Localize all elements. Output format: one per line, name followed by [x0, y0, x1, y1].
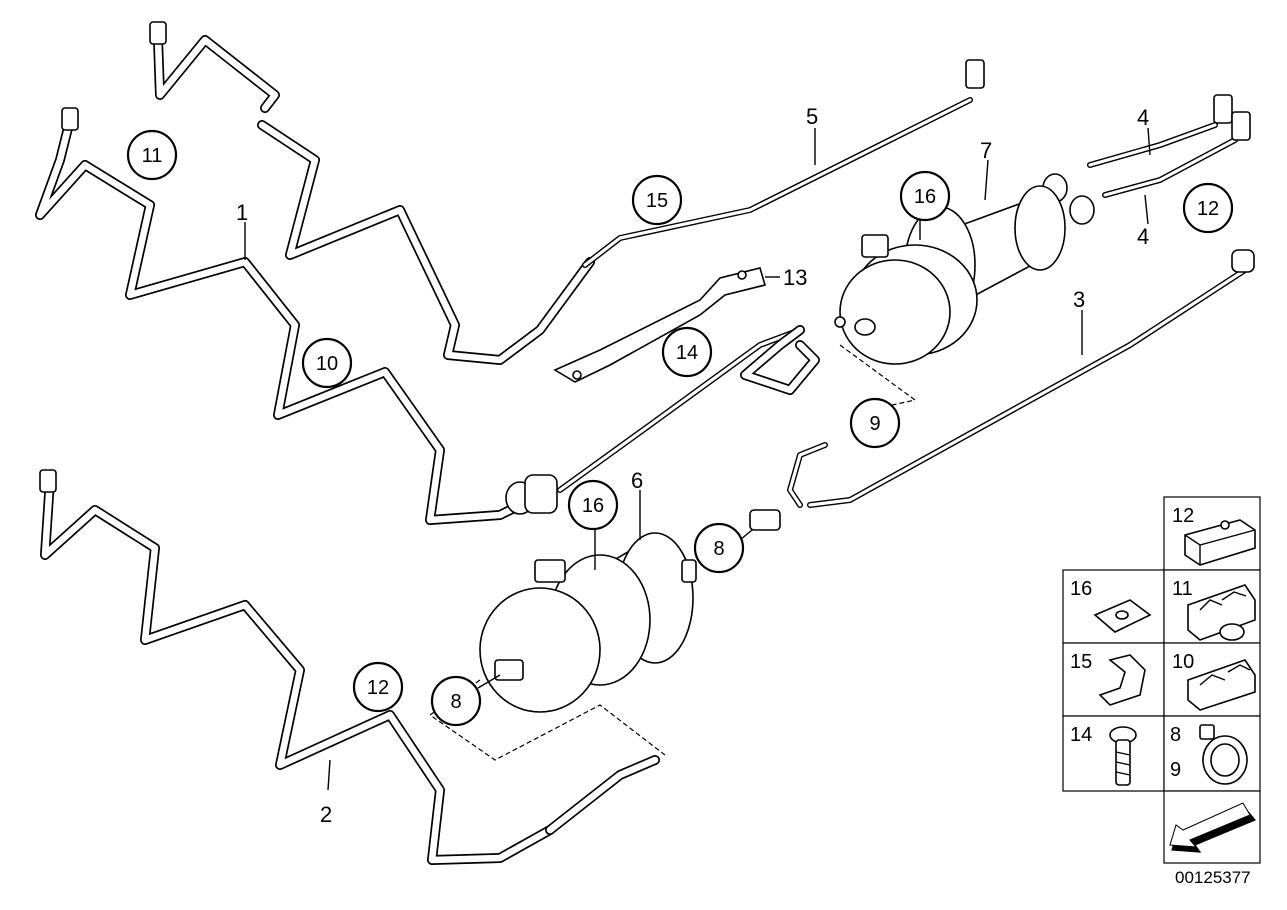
- clip-10-illustration: [1187, 659, 1256, 711]
- hose-clamp-illustration: [1199, 724, 1248, 785]
- table-label-14: 14: [1070, 724, 1092, 746]
- table-label-9: 9: [1170, 759, 1181, 781]
- svg-text:15: 15: [646, 190, 668, 212]
- table-label-11: 11: [1172, 578, 1193, 600]
- svg-text:16: 16: [582, 495, 604, 517]
- leader-8b: [477, 674, 501, 689]
- hose-1: [35, 115, 550, 525]
- leader-4b: [1144, 194, 1149, 225]
- bolt-14-illustration: [1109, 726, 1137, 786]
- leader-7: [984, 159, 989, 201]
- filter-7: [834, 185, 1066, 365]
- table-label-10: 10: [1172, 651, 1194, 673]
- circle-callout-15: 15: [631, 174, 683, 226]
- callout-4-lower: 4: [1137, 224, 1149, 249]
- svg-text:8: 8: [713, 538, 724, 560]
- svg-text:8: 8: [450, 691, 461, 713]
- callout-1: 1: [236, 200, 248, 225]
- circle-callout-14: 14: [661, 326, 713, 378]
- svg-text:11: 11: [142, 145, 163, 167]
- connector-top: [149, 21, 167, 45]
- connector-4a: [1213, 94, 1233, 124]
- svg-text:10: 10: [316, 353, 338, 375]
- svg-text:16: 16: [914, 186, 936, 208]
- leader-4a: [1147, 127, 1151, 156]
- loop-hose: [740, 325, 820, 395]
- washer-16-illustration: [1093, 599, 1152, 633]
- table-cell-14: [1062, 715, 1165, 792]
- clip-12-illustration: [1184, 519, 1256, 566]
- leader-2: [327, 759, 331, 791]
- direction-arrow-icon: [1169, 802, 1256, 853]
- clip-11-illustration: [1187, 584, 1256, 641]
- connector-4b: [1231, 111, 1251, 141]
- clamp-15-illustration: [1098, 654, 1146, 706]
- circle-callout-12-lower: 12: [352, 661, 404, 713]
- callout-5: 5: [806, 104, 818, 129]
- connector-left: [61, 107, 79, 131]
- circle-callout-16-upper: 16: [899, 170, 951, 222]
- small-parts-table: 12 16 11 15 10 14 8 9: [1062, 496, 1261, 864]
- table-label-12: 12: [1172, 505, 1194, 527]
- callout-3: 3: [1073, 287, 1085, 312]
- pipe-to-filter: [557, 327, 803, 493]
- callout-4-upper: 4: [1137, 105, 1149, 130]
- circle-callout-12-upper: 12: [1182, 182, 1234, 234]
- svg-text:12: 12: [367, 677, 389, 699]
- svg-text:9: 9: [869, 413, 880, 435]
- svg-text:14: 14: [676, 342, 698, 364]
- callout-13: 13: [783, 265, 807, 290]
- hose-upper: [153, 35, 595, 365]
- callout-2: 2: [320, 802, 332, 827]
- circle-callout-8-upper: 8: [693, 522, 745, 574]
- table-label-16: 16: [1070, 578, 1092, 600]
- filter-6: [479, 532, 697, 713]
- connector-9: [749, 509, 781, 531]
- hose-2-end: [545, 755, 660, 835]
- svg-text:12: 12: [1197, 198, 1219, 220]
- drawing-number: 00125377: [1175, 868, 1251, 887]
- pipe-5: [582, 97, 973, 268]
- circle-callout-8-lower: 8: [430, 675, 482, 727]
- callout-7: 7: [980, 138, 992, 163]
- callout-6: 6: [631, 468, 643, 493]
- table-label-15: 15: [1070, 651, 1092, 673]
- circle-callout-9: 9: [849, 397, 901, 449]
- hose-2: [40, 475, 555, 865]
- grommet-1: [505, 474, 558, 515]
- circle-callout-16-lower: 16: [567, 479, 619, 531]
- pipe-3: [787, 267, 1248, 508]
- circle-callout-10: 10: [301, 337, 353, 389]
- circle-callout-11: 11: [126, 129, 178, 181]
- connector-lower: [39, 469, 57, 493]
- connector-5: [965, 59, 985, 89]
- table-label-8: 8: [1170, 724, 1181, 746]
- connector-3: [1231, 249, 1255, 273]
- pipe-4: [1087, 122, 1238, 198]
- bracket-13: [553, 267, 767, 383]
